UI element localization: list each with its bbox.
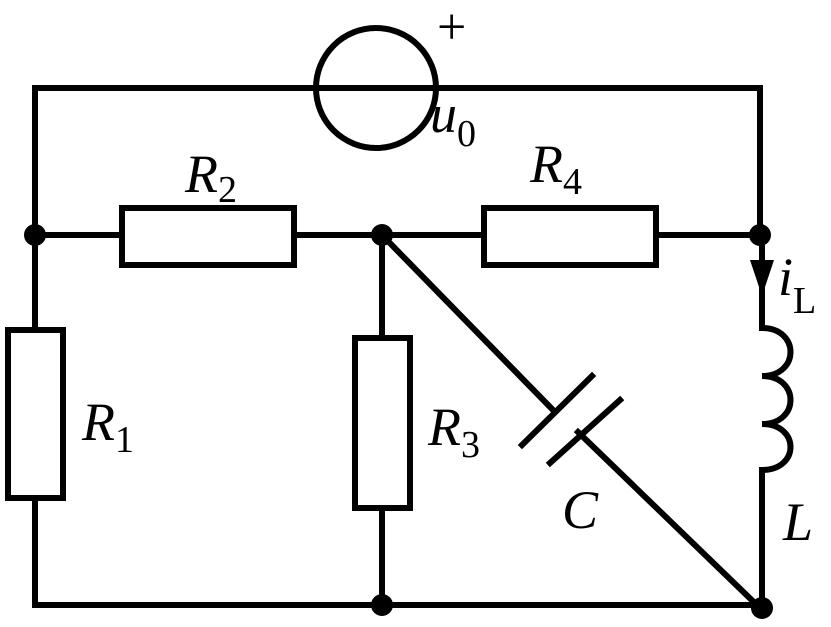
node-center	[371, 224, 393, 246]
voltage-source-circle	[313, 25, 439, 151]
source-plus-sign: +	[437, 0, 466, 56]
current-label: iL	[778, 247, 816, 322]
node-bottom-right	[751, 597, 773, 619]
resistor-r3	[352, 335, 413, 511]
r4-label-sub: 4	[563, 161, 582, 203]
node-right	[749, 224, 771, 246]
capacitor-plate-2	[545, 395, 625, 468]
capacitor-wire-upper	[377, 230, 558, 415]
inductor-coil	[758, 324, 794, 474]
resistor-r2	[119, 205, 297, 268]
capacitor-plate-1	[517, 371, 597, 450]
r3-label-sub: 3	[461, 424, 480, 466]
current-label-main: i	[778, 247, 793, 307]
source-label: u0	[430, 84, 476, 155]
current-arrow-icon	[750, 260, 774, 296]
capacitor-label: C	[562, 480, 599, 540]
source-label-main: u	[430, 84, 457, 144]
resistor-r1	[5, 327, 66, 501]
r3-label: R3	[427, 397, 480, 466]
r1-label-main: R	[81, 392, 115, 452]
r3-label-main: R	[427, 397, 461, 457]
current-label-sub: L	[793, 280, 816, 322]
r2-label-main: R	[184, 144, 218, 204]
r2-label-sub: 2	[218, 169, 237, 211]
r1-label: R1	[81, 392, 134, 461]
capacitor-wire-lower	[573, 427, 767, 615]
resistor-r4	[481, 205, 659, 268]
inductor-label: L	[782, 492, 813, 552]
top-wire	[32, 85, 763, 235]
r4-label: R4	[529, 134, 582, 203]
node-left	[24, 224, 46, 246]
source-label-sub: 0	[457, 113, 476, 155]
r4-label-main: R	[529, 134, 563, 194]
node-bottom-center	[371, 594, 393, 616]
r1-label-sub: 1	[115, 419, 134, 461]
r2-label: R2	[184, 144, 237, 211]
